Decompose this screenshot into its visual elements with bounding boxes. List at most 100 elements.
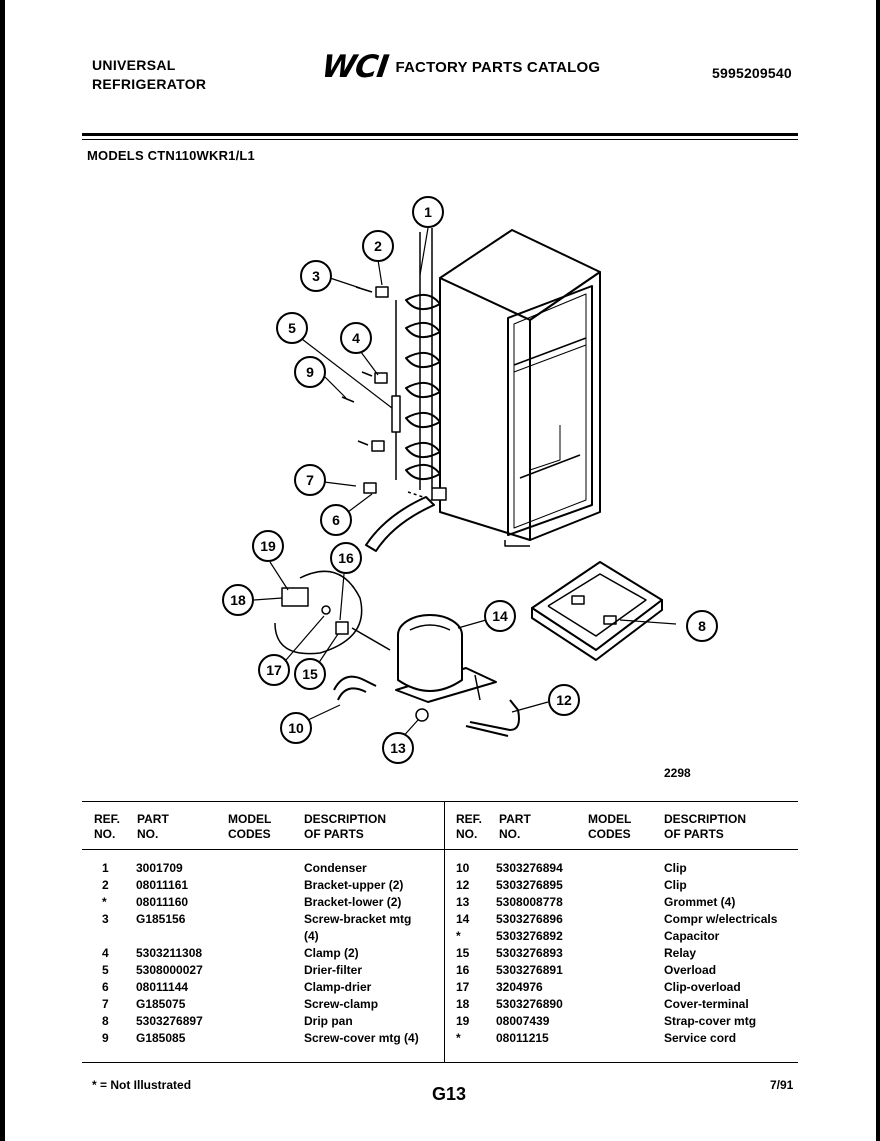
drip-pan-drawing [531, 561, 663, 661]
part-number-cell: 3204976 [496, 980, 543, 994]
ref-cell: 8 [102, 1014, 109, 1028]
brand-line-1: UNIVERSAL [92, 57, 176, 73]
callout-label: 14 [492, 608, 508, 624]
callout-10: 10 [280, 712, 312, 744]
clip-10-drawing [333, 675, 377, 701]
part-number-cell: 5303276893 [496, 946, 563, 960]
part-number-cell: 5303276891 [496, 963, 563, 977]
ref-cell: * [102, 895, 107, 909]
description-cell: Screw-clamp [304, 997, 379, 1011]
description-cell: Compr w/electricals [664, 912, 778, 926]
callout-3: 3 [300, 260, 332, 292]
part-number-cell: G185075 [136, 997, 186, 1011]
part-number-cell: G185085 [136, 1031, 186, 1045]
callout-7: 7 [294, 464, 326, 496]
callout-label: 9 [306, 364, 314, 380]
ref-cell: 2 [102, 878, 109, 892]
table-bottom-rule [82, 1062, 798, 1063]
ref-cell: 6 [102, 980, 109, 994]
callout-label: 5 [288, 320, 296, 336]
header-ref: REF.NO. [456, 812, 483, 841]
callout-18: 18 [222, 584, 254, 616]
callout-16: 16 [330, 542, 362, 574]
ref-cell: 1 [102, 861, 109, 875]
description-cell: Screw-bracket mtg [304, 912, 412, 926]
part-number-cell: 5308000027 [136, 963, 203, 977]
header-rule-thin [82, 139, 798, 140]
ref-cell: 7 [102, 997, 109, 1011]
part-number-cell: 08011215 [496, 1031, 549, 1045]
ref-cell: 9 [102, 1031, 109, 1045]
ref-cell: 19 [456, 1014, 470, 1028]
callout-label: 8 [698, 618, 706, 634]
part-number-cell: 5303276892 [496, 929, 563, 943]
page-border-right [876, 0, 880, 1141]
table-top-rule [82, 801, 798, 802]
callout-1: 1 [412, 196, 444, 228]
description-cell: Grommet (4) [664, 895, 736, 909]
description-cell: Overload [664, 963, 717, 977]
callout-label: 4 [352, 330, 360, 346]
description-cell: Drier-filter [304, 963, 363, 977]
callout-14: 14 [484, 600, 516, 632]
description-cell: Service cord [664, 1031, 737, 1045]
part-number-cell: 5303276890 [496, 997, 563, 1011]
drain-tube-drawing [365, 496, 435, 552]
description-cell: Clip [664, 878, 687, 892]
callout-label: 3 [312, 268, 320, 284]
part-number-cell: 5303211308 [136, 946, 203, 960]
description-cell: Strap-cover mtg [664, 1014, 757, 1028]
description-cell: Capacitor [664, 929, 720, 943]
catalog-title: FACTORY PARTS CATALOG [395, 59, 601, 76]
description-cell: (4) [304, 929, 319, 943]
ref-cell: 14 [456, 912, 470, 926]
compressor-drawing [395, 614, 497, 722]
callout-label: 15 [302, 666, 318, 682]
catalog-number: 5995209540 [712, 65, 792, 81]
footer-date: 7/91 [770, 1078, 794, 1092]
condenser-coil-drawing [395, 228, 441, 490]
ref-cell: * [456, 929, 461, 943]
cabinet-drawing [439, 229, 601, 547]
not-illustrated-note: * = Not Illustrated [92, 1078, 192, 1092]
part-number-cell: 08011144 [136, 980, 189, 994]
bracket-parts-drawing [341, 286, 447, 501]
part-number-cell: 5303276895 [496, 878, 563, 892]
description-cell: Cover-terminal [664, 997, 749, 1011]
description-cell: Bracket-lower (2) [304, 895, 402, 909]
callout-label: 10 [288, 720, 304, 736]
description-cell: Relay [664, 946, 697, 960]
part-number-cell: 5303276897 [136, 1014, 203, 1028]
description-cell: Clamp (2) [304, 946, 359, 960]
ref-cell: 10 [456, 861, 470, 875]
description-cell: Condenser [304, 861, 367, 875]
exploded-parts-diagram: 1 2 3 4 5 6 7 8 9 10 12 13 14 15 16 17 1… [222, 196, 718, 764]
callout-8: 8 [686, 610, 718, 642]
page-code: G13 [432, 1084, 467, 1104]
table-divider [444, 801, 445, 1062]
callout-5: 5 [276, 312, 308, 344]
description-cell: Bracket-upper (2) [304, 878, 404, 892]
callout-2: 2 [362, 230, 394, 262]
callout-4: 4 [340, 322, 372, 354]
catalog-header: WCI FACTORY PARTS CATALOG [320, 49, 601, 85]
part-number-cell: 5308008778 [496, 895, 563, 909]
header-rule-thick [82, 133, 798, 136]
ref-cell: 13 [456, 895, 470, 909]
callout-label: 16 [338, 550, 354, 566]
ref-cell: 3 [102, 912, 109, 926]
brand-name: UNIVERSAL REFRIGERATOR [92, 56, 206, 94]
ref-cell: 16 [456, 963, 470, 977]
page-border-left [0, 0, 5, 1141]
description-cell: Clip-overload [664, 980, 741, 994]
callout-label: 7 [306, 472, 314, 488]
callout-17: 17 [258, 654, 290, 686]
ref-cell: 17 [456, 980, 470, 994]
callout-label: 17 [266, 662, 282, 678]
part-number-cell: 08011161 [136, 878, 189, 892]
